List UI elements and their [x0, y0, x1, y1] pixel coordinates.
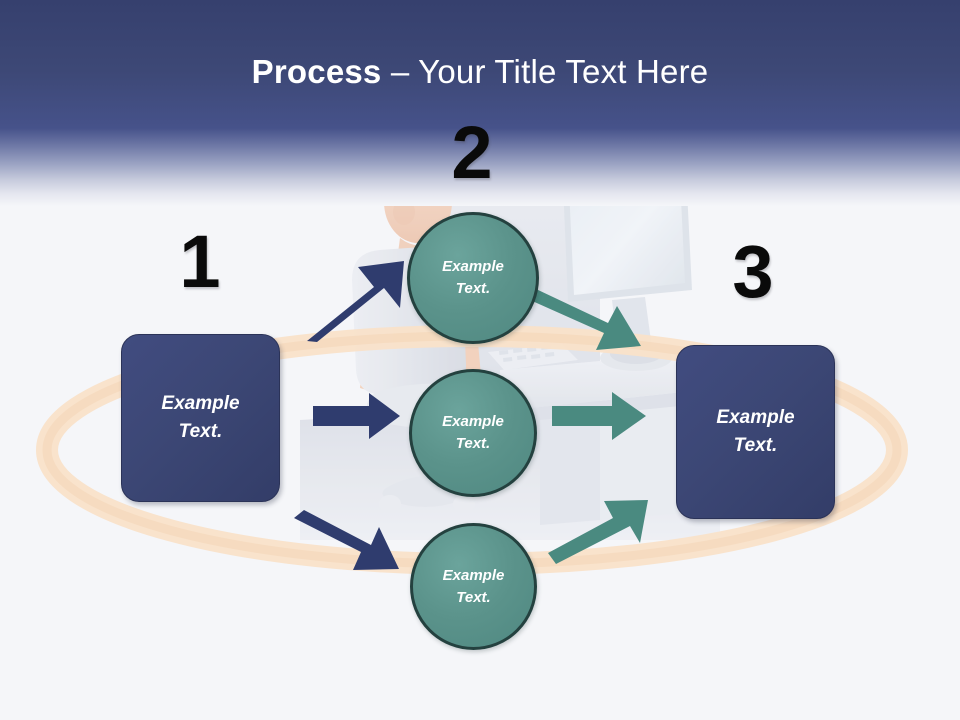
step-circle-2-label-line1: Example [442, 413, 504, 430]
step-box-1-label: Example Text. [161, 390, 239, 446]
page-title: Process – Your Title Text Here [0, 52, 960, 92]
step-circle-3-label-line1: Example [442, 566, 505, 584]
step-circle-1-label-line1: Example [442, 258, 504, 275]
step-circle-3-label: Example Text. [443, 565, 505, 609]
step-box-3[interactable]: Example Text. [676, 345, 835, 519]
step-number-1: 1 [179, 220, 221, 303]
arrow-node1-to-step3 [530, 289, 641, 350]
step-box-1[interactable]: Example Text. [121, 334, 280, 502]
step-circle-1-label: Example Text. [442, 256, 504, 300]
step-box-1-label-line2: Text. [178, 421, 223, 442]
step-box-1-label-line1: Example [161, 393, 240, 414]
arrow-node3-to-step3 [548, 500, 648, 564]
step-circle-3-label-line2: Text. [456, 588, 491, 606]
step-circle-3[interactable]: Example Text. [410, 523, 537, 650]
arrow-step1-to-node1 [307, 261, 404, 342]
step-box-3-label-line1: Example [716, 407, 795, 428]
page-title-bold: Process [251, 53, 382, 90]
step-circle-1-label-line2: Text. [455, 280, 491, 297]
arrow-node2-to-step3 [552, 392, 646, 440]
step-circle-2[interactable]: Example Text. [409, 369, 537, 497]
step-circle-2-label: Example Text. [442, 411, 504, 455]
step-number-3: 3 [732, 230, 774, 313]
step-box-3-label-line2: Text. [733, 435, 778, 456]
arrow-step1-to-node3 [294, 510, 399, 570]
step-circle-1[interactable]: Example Text. [407, 212, 539, 344]
page-title-rest: – Your Title Text Here [381, 53, 709, 90]
step-box-3-label: Example Text. [716, 404, 794, 460]
step-circle-2-label-line2: Text. [455, 435, 491, 452]
arrow-step1-to-node2 [313, 393, 400, 439]
header-gradient-fade [0, 128, 960, 206]
step-number-2: 2 [451, 111, 493, 194]
header-band [0, 0, 960, 128]
